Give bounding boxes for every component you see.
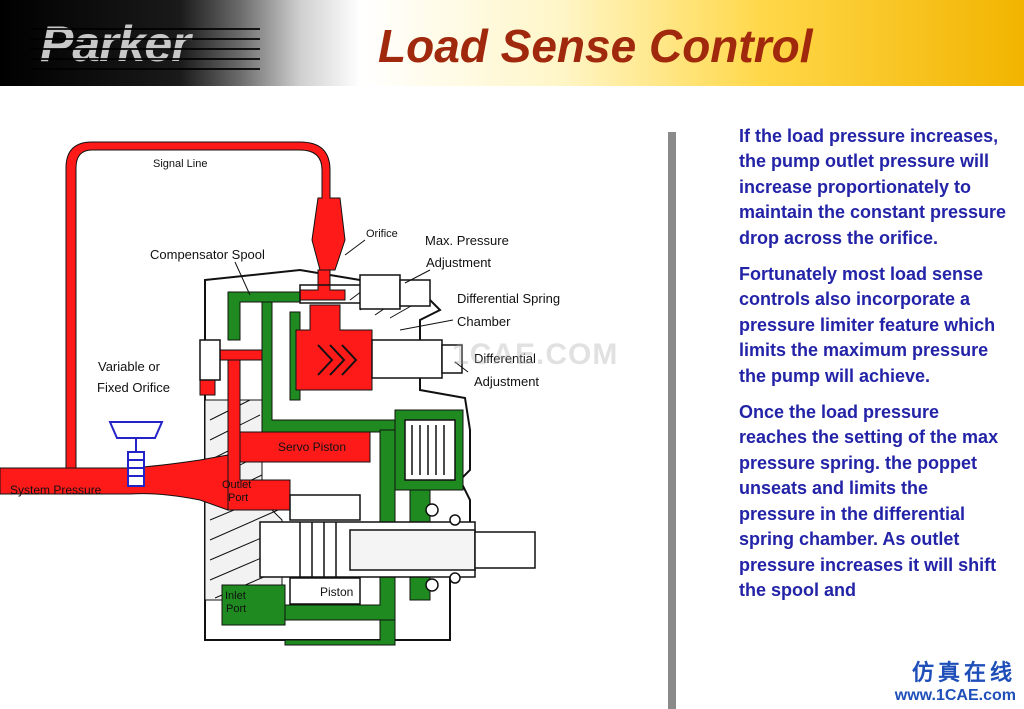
watermark-url: www.1CAE.com — [894, 687, 1016, 704]
label-inlet-1: Inlet — [225, 590, 246, 602]
label-max-pressure-2: Adjustment — [426, 255, 491, 270]
variable-orifice — [108, 421, 164, 487]
paragraph-2: Fortunately most load sense controls als… — [739, 264, 996, 386]
label-inlet-2: Port — [226, 603, 246, 615]
parker-logo: Parker — [40, 16, 191, 72]
label-compensator-spool: Compensator Spool — [150, 247, 265, 262]
servo-spring — [404, 419, 456, 481]
label-diff-adj-2: Adjustment — [474, 374, 539, 389]
pump-diagram: Signal Line Orifice Compensator Spool Ma… — [0, 141, 560, 646]
label-diff-adj-1: Differential — [474, 351, 536, 366]
label-outlet-1: Outlet — [222, 479, 251, 491]
label-orifice: Orifice — [366, 228, 398, 240]
label-max-pressure-1: Max. Pressure — [425, 233, 509, 248]
paragraph-3: Once the load pressure reaches the setti… — [739, 402, 999, 600]
watermark-cn: 仿真在线 — [911, 660, 1016, 685]
header-bar: Parker Load Sense Control — [0, 0, 1024, 86]
site-watermark: 仿真在线 www.1CAE.com — [895, 655, 1016, 705]
slide-title: Load Sense Control — [378, 20, 813, 72]
label-outlet-2: Port — [228, 492, 248, 504]
column-divider — [668, 132, 676, 709]
label-piston: Piston — [320, 585, 353, 599]
spool-parts — [199, 274, 463, 381]
explanation-text: If the load pressure increases, the pump… — [739, 124, 1009, 614]
diagram-watermark: 1CAE.COM — [452, 338, 619, 371]
drive-shaft — [259, 494, 536, 605]
label-variable-2: Fixed Orifice — [97, 380, 170, 395]
label-signal-line: Signal Line — [153, 158, 207, 170]
high-pressure-passages — [0, 141, 373, 511]
leader-lines — [234, 239, 469, 373]
label-servo-piston: Servo Piston — [278, 440, 346, 454]
label-variable-1: Variable or — [98, 359, 161, 374]
paragraph-1: If the load pressure increases, the pump… — [739, 126, 1007, 248]
label-diff-spring-2: Chamber — [457, 314, 511, 329]
label-diff-spring-1: Differential Spring — [457, 291, 560, 306]
label-system-pressure: System Pressure — [10, 483, 102, 497]
